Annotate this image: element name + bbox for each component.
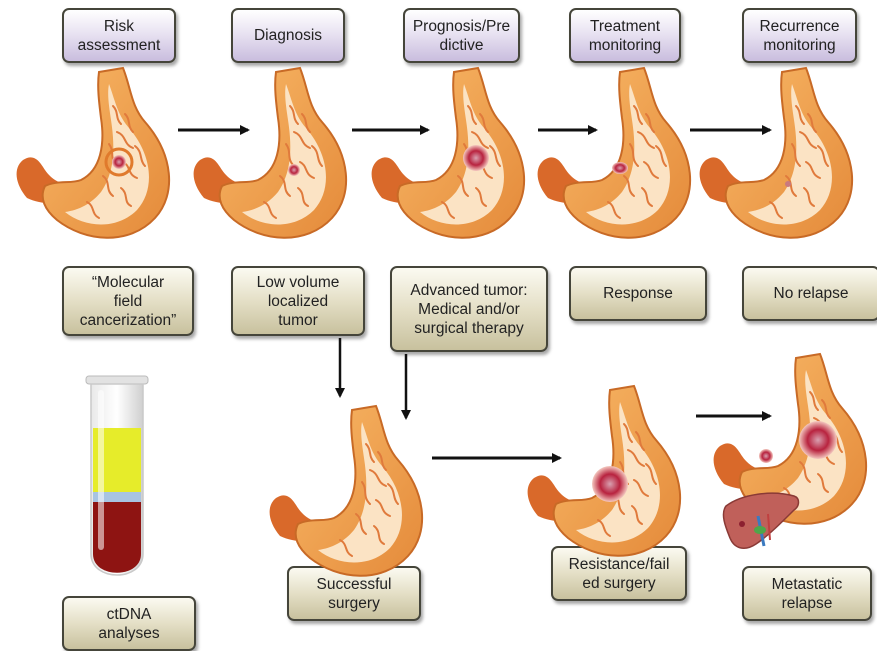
stomach-successful-surgery xyxy=(270,406,423,576)
stomach-stage-2 xyxy=(194,68,347,238)
stomach-resistance xyxy=(528,386,681,556)
stomach-stage-4 xyxy=(538,68,691,238)
blood-test-tube xyxy=(86,376,148,575)
stomach-stage-3 xyxy=(372,68,525,238)
stomach-stage-5 xyxy=(700,68,853,238)
stomach-stage-1 xyxy=(17,68,170,238)
